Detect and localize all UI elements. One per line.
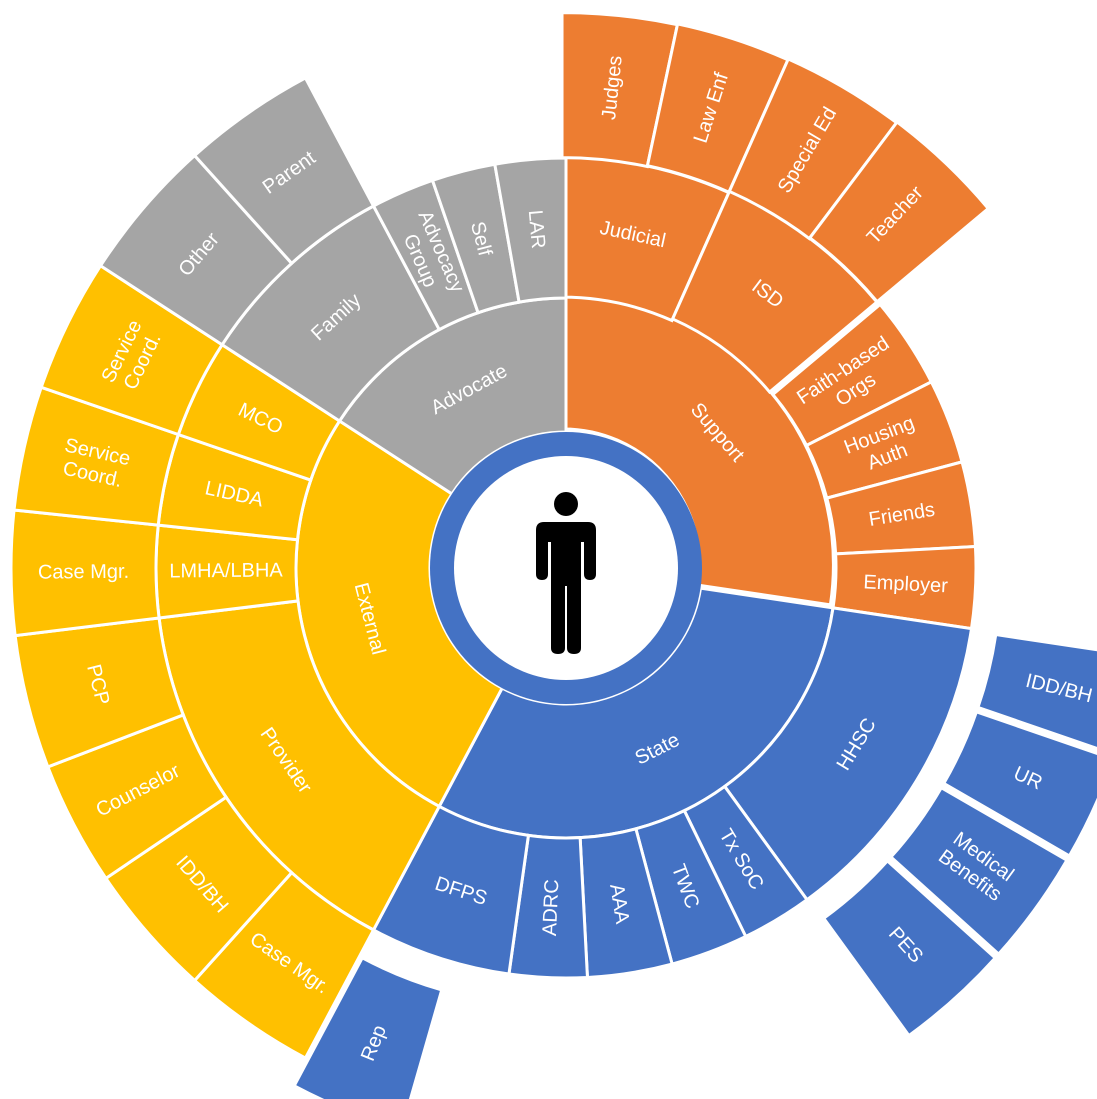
segment-rep xyxy=(292,955,444,1099)
label-employer: Employer xyxy=(863,571,949,597)
label-lar: LAR xyxy=(524,209,549,250)
label-adrc: ADRC xyxy=(539,879,563,937)
segment-layer xyxy=(9,11,1097,1099)
segment-idd-bh xyxy=(976,632,1097,751)
person-icon xyxy=(536,492,596,654)
segment-medical-benefits xyxy=(888,785,1069,957)
segment-lar xyxy=(493,156,568,304)
label-lmha-lbha: LMHA/LBHA xyxy=(169,559,283,582)
segment-teacher xyxy=(807,119,991,304)
label-case-mgr: Case Mgr. xyxy=(38,561,129,584)
segment-ur xyxy=(941,709,1097,858)
center-hub xyxy=(430,432,702,704)
label-service-coord: ServiceCoord. xyxy=(58,434,133,492)
segment-pes xyxy=(821,858,998,1038)
segment-parent xyxy=(192,75,376,266)
